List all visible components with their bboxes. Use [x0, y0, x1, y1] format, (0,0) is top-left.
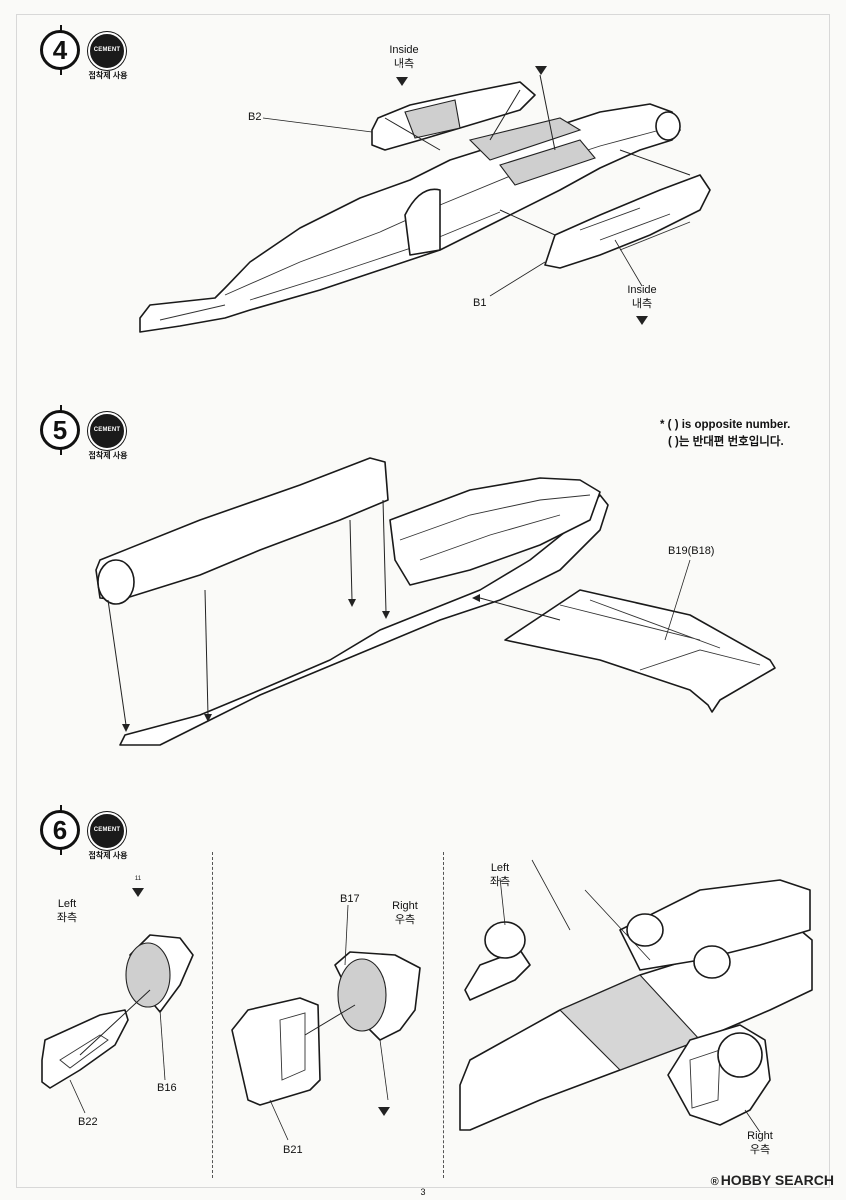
part-label-b21: B21 — [283, 1144, 303, 1156]
cement-caption: 접착제 사용 — [88, 451, 128, 460]
cement-icon: CEMENT — [88, 812, 126, 850]
cement-icon: CEMENT — [88, 32, 126, 70]
step6-intake-drawings — [41, 859, 813, 1141]
step-number: 4 — [40, 25, 80, 75]
label-left-2-ko: 좌측 — [489, 876, 511, 888]
part-label-b1: B1 — [473, 297, 487, 309]
page-frame — [16, 14, 830, 1188]
label-right: Right — [392, 900, 418, 912]
step4-fuselage-drawing — [139, 66, 711, 333]
label-inside-bottom: Inside — [627, 284, 657, 296]
step-number: 6 — [40, 805, 80, 855]
label-right-2: Right — [747, 1130, 773, 1142]
panel-divider — [212, 852, 213, 1178]
label-right-2-ko: 우측 — [749, 1144, 771, 1156]
step5-fuselage-drawing — [95, 457, 776, 746]
page-number: 3 — [420, 1187, 426, 1197]
label-inside-bottom-ko: 내측 — [631, 298, 653, 310]
marker-label: 12 — [398, 65, 406, 71]
part-label-b17: B17 — [340, 893, 360, 905]
label-right-ko: 우측 — [394, 914, 416, 926]
label-left: Left — [57, 898, 77, 910]
cement-icon: CEMENT — [88, 412, 126, 450]
part-label-b22: B22 — [78, 1116, 98, 1128]
label-inside-top: Inside — [389, 44, 419, 56]
cement-caption: 접착제 사용 — [88, 851, 128, 860]
cement-caption: 접착제 사용 — [88, 71, 128, 80]
part-label-b19: B19(B18) — [668, 545, 715, 557]
part-label-b2: B2 — [248, 111, 262, 123]
part-label-b16: B16 — [157, 1082, 177, 1094]
label-left-ko: 좌측 — [56, 912, 78, 924]
label-inside-top-ko: 내측 — [393, 58, 415, 70]
marker-label: 11 — [134, 876, 142, 882]
panel-divider — [443, 852, 444, 1178]
opposite-number-note: * ( ) is opposite number. ( )는 반대편 번호입니다… — [660, 419, 791, 448]
watermark: ®HOBBY SEARCH — [710, 1172, 834, 1188]
label-left-2: Left — [490, 862, 510, 874]
step-number: 5 — [40, 405, 80, 455]
